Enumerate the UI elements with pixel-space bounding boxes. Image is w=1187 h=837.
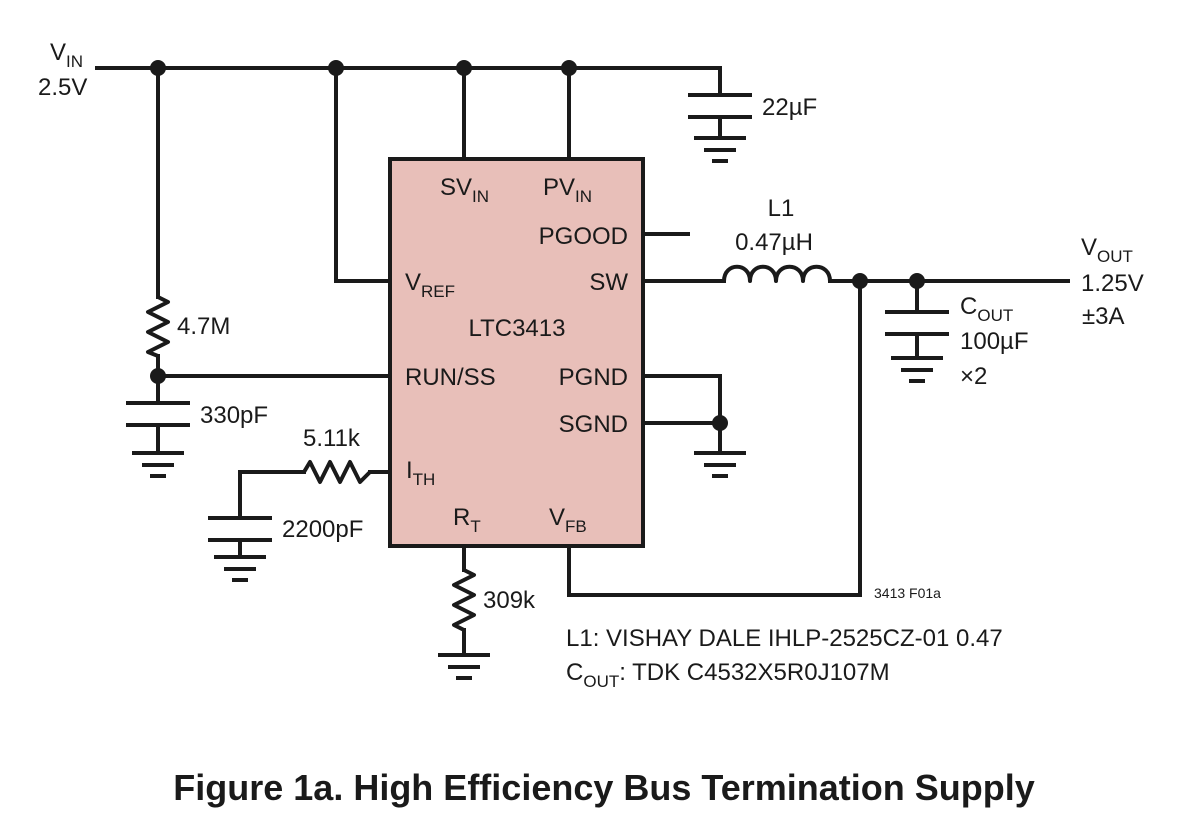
r-run-label: 4.7M [177, 313, 230, 340]
pin-ith: ITH [406, 457, 435, 489]
capacitor-c-out [885, 310, 949, 336]
resistor-r-rt [452, 568, 476, 632]
ground-symbol [891, 356, 943, 383]
inductor-value-label: 0.47µH [735, 229, 813, 256]
capacitor-c-in [688, 93, 752, 119]
figure-id: 3413 F01a [874, 585, 941, 601]
vout-voltage: 1.25V [1081, 270, 1144, 297]
ground-symbol [438, 653, 490, 680]
c-ith-label: 2200pF [282, 516, 363, 543]
note-cout: COUT: TDK C4532X5R0J107M [566, 659, 890, 691]
ic-body [388, 157, 645, 548]
cout-count-label: ×2 [960, 363, 987, 390]
pin-sgnd: SGND [559, 411, 628, 438]
junction-dots [150, 60, 925, 431]
resistor-r-ith [302, 460, 372, 484]
ground-symbol [694, 451, 746, 478]
pin-svin: SVIN [440, 174, 489, 206]
inductor-l1 [722, 264, 832, 283]
pin-pgnd: PGND [559, 364, 628, 391]
ground-symbol [214, 555, 266, 582]
capacitor-c-ith [208, 516, 272, 542]
cout-name-label: COUT [960, 293, 1013, 325]
wires [95, 66, 1070, 657]
inductor-name-label: L1 [768, 195, 795, 222]
pin-vfb: VFB [549, 504, 587, 536]
pin-sw: SW [589, 269, 628, 296]
c-in-label: 22µF [762, 94, 817, 121]
vin-label: VIN [50, 39, 83, 71]
note-l1: L1: VISHAY DALE IHLP-2525CZ-01 0.47 [566, 625, 1003, 652]
resistor-r-run [146, 295, 170, 358]
pin-pvin: PVIN [543, 174, 592, 206]
pin-vref: VREF [405, 269, 455, 301]
r-ith-label: 5.11k [303, 425, 361, 452]
pin-rt: RT [453, 504, 481, 536]
pin-pgood: PGOOD [539, 223, 628, 250]
cout-value-label: 100µF [960, 328, 1029, 355]
vout-label: VOUT [1081, 234, 1133, 266]
vin-value: 2.5V [38, 74, 87, 101]
c-run-label: 330pF [200, 402, 268, 429]
capacitor-c-run [126, 401, 190, 427]
ic-part-number: LTC3413 [469, 315, 566, 342]
vout-current: ±3A [1082, 303, 1125, 330]
figure-caption: Figure 1a. High Efficiency Bus Terminati… [173, 767, 1034, 808]
ground-symbol [694, 136, 746, 163]
pin-runss: RUN/SS [405, 364, 496, 391]
ground-symbol [132, 451, 184, 478]
r-rt-label: 309k [483, 587, 536, 614]
